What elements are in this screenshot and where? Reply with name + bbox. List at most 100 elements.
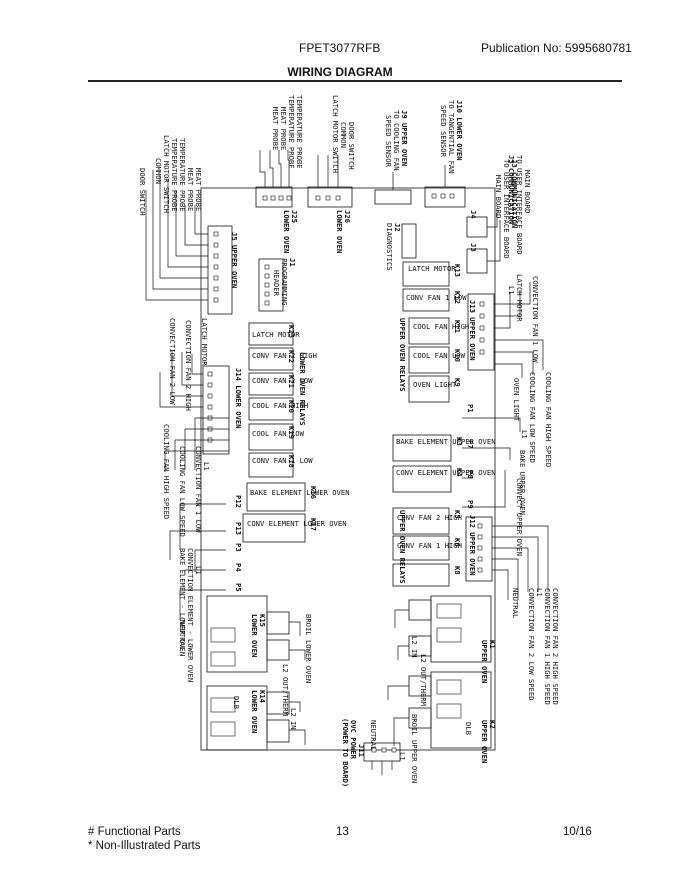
j11-sublabel-2: (POWER TO BOARD) bbox=[341, 718, 350, 787]
k15-id: K15 bbox=[258, 614, 267, 627]
k20-label: COOL FAN HIGH bbox=[252, 401, 308, 410]
j5-wire-label: MEAT PROBE bbox=[186, 168, 195, 211]
k5-relay bbox=[392, 507, 450, 535]
k15-sublabel: LOWER OVEN bbox=[250, 614, 259, 657]
k19-relay bbox=[248, 423, 294, 451]
j14-wire-label: COOLING FAN LOW SPEED bbox=[178, 446, 187, 537]
j13-wire-label: L1 bbox=[507, 286, 516, 295]
j1-label: J1 bbox=[288, 258, 297, 267]
k21-relay bbox=[248, 372, 294, 396]
j5-label: J5 UPPER OVEN bbox=[230, 232, 239, 288]
k10-label: COOL FAN LOW bbox=[413, 351, 466, 360]
k1-sublabel: UPPER OVEN bbox=[480, 640, 489, 683]
j13-label: J13 UPPER OVEN bbox=[468, 300, 477, 361]
k18-id: K18 bbox=[287, 455, 296, 468]
non-illustrated-note: * Non-Illustrated Parts bbox=[88, 840, 201, 852]
relay-terminal bbox=[408, 599, 432, 621]
page-title: WIRING DIAGRAM bbox=[287, 65, 393, 79]
k10-id: K10 bbox=[453, 349, 462, 362]
k12-label: CONV FAN 1 LOW bbox=[406, 293, 467, 302]
j3-connector bbox=[466, 248, 488, 274]
j14-wire-label: CONVECTION FAN 2 HIGH bbox=[184, 320, 193, 411]
model-number: FPET3077RFB bbox=[299, 41, 381, 55]
relay-terminal bbox=[266, 611, 290, 635]
j10-subtitle-2: SPEED SENSOR bbox=[439, 105, 448, 158]
probe-label: MEAT PROBE bbox=[279, 107, 288, 150]
k16-relay bbox=[246, 482, 306, 512]
k22-relay bbox=[248, 347, 294, 371]
k18-label: CONV FAN 1 LOW bbox=[252, 456, 313, 465]
j11-sublabel: OVC POWER bbox=[349, 720, 358, 760]
k13-label: LATCH MOTOR bbox=[408, 264, 456, 273]
j9-subtitle: TO COOLING FAN bbox=[392, 110, 401, 171]
pin-label: P9 bbox=[466, 500, 475, 509]
j26-label: J26 bbox=[343, 210, 352, 223]
j13-connector bbox=[467, 293, 495, 371]
j25-label: J25 bbox=[290, 210, 299, 223]
probe-label: TEMPERATURE PROBE bbox=[287, 95, 296, 169]
l2-in-label-lower: L2 IN bbox=[289, 708, 298, 730]
relay-wire-label: L1 bbox=[520, 430, 529, 439]
pin-label: P3 bbox=[234, 543, 243, 552]
j14-wire-label: L1 bbox=[202, 462, 211, 471]
j5-wire-label: TEMPERATURE PROBE bbox=[170, 138, 179, 212]
k12-id: K12 bbox=[453, 291, 462, 304]
k4-relay bbox=[392, 465, 452, 493]
j14-label: J14 LOWER OVEN bbox=[234, 368, 243, 429]
j12-connector bbox=[465, 516, 493, 582]
pin-label: P5 bbox=[234, 583, 243, 592]
k4-id: K4 bbox=[455, 468, 464, 477]
k1-id: K1 bbox=[488, 640, 497, 649]
k5-label: CONV FAN 2 HIGH bbox=[397, 513, 462, 522]
k18-relay bbox=[248, 452, 294, 478]
pin-label: P12 bbox=[234, 495, 243, 508]
control-board-outline bbox=[200, 187, 496, 751]
functional-parts-note: # Functional Parts bbox=[88, 826, 181, 838]
j14-wire-label: COOLING FAN HIGH SPEED bbox=[162, 424, 171, 519]
pin-label: P8 bbox=[466, 470, 475, 479]
k12-relay bbox=[402, 288, 450, 312]
k2-id: K2 bbox=[488, 720, 497, 729]
j5-connector bbox=[207, 225, 233, 315]
pin-label: P1 bbox=[466, 404, 475, 413]
publication-number: Publication No: 5995680781 bbox=[481, 41, 632, 55]
j12-wire-label: CONVECTION FAN 2 LOW SPEED bbox=[527, 588, 536, 701]
k14-id: K14 bbox=[258, 690, 267, 703]
k8-id: K8 bbox=[453, 566, 462, 575]
k17-label: CONV ELEMENT LOWER OVEN bbox=[247, 519, 347, 528]
j5-wire-label: DOOR SWITCH bbox=[138, 168, 147, 216]
j5-wire-label: MEAT PROBE bbox=[194, 168, 203, 211]
k20-relay bbox=[248, 397, 294, 421]
j10-subtitle: TO TANGENTIAL FAN bbox=[447, 100, 456, 174]
j3-subtitle: TO USER INTERFACE BOARD bbox=[515, 155, 524, 255]
k13-id: K13 bbox=[453, 264, 462, 277]
relay-terminal bbox=[266, 691, 290, 715]
j1-sublabel-2: HEADER bbox=[272, 270, 281, 297]
lower-left-wire-label: L1 bbox=[194, 566, 203, 575]
lower-left-wire-label: CONVECTION ELEMENT - LOWER OVEN bbox=[186, 548, 195, 682]
k4-label: CONV ELEMENT UPPER OVEN bbox=[396, 468, 496, 477]
j13-wire-label: CONVECTION FAN 1 LOW bbox=[531, 276, 540, 363]
j3-subtitle-board: MAIN BOARD bbox=[523, 170, 532, 213]
k6-relay bbox=[392, 535, 450, 561]
door-switch-label: DOOR SWITCH bbox=[347, 122, 356, 170]
neutral-label: NEUTRAL bbox=[369, 720, 378, 750]
k14-sublabel: LOWER OVEN bbox=[250, 690, 259, 733]
lower-left-wire-label: BAKE ELEMENT - LOWER OVEN bbox=[178, 548, 187, 656]
upper-oven-relays-label-2: UPPER OVEN RELAYS bbox=[398, 510, 407, 584]
relay-wire-label: CONVECT UPPER OVEN bbox=[515, 478, 524, 556]
j5-wire-label: COMMON bbox=[154, 158, 163, 184]
broil-lower-label: BROIL LOWER OVEN bbox=[304, 614, 313, 683]
k21-id: K21 bbox=[287, 375, 296, 388]
j3-label: J3 bbox=[469, 243, 478, 252]
pin-label: P7 bbox=[466, 440, 475, 449]
k2-sublabel: UPPER OVEN bbox=[480, 720, 489, 763]
k14-power-relay bbox=[206, 685, 268, 751]
j12-wire-label: L1 bbox=[535, 588, 544, 597]
k11-label: COOL FAN HIGH bbox=[413, 322, 469, 331]
k1-power-relay bbox=[430, 595, 492, 663]
j3-subtitle-board: MAIN BOARD bbox=[494, 175, 503, 218]
j3-title: J3 COMMUNICATION bbox=[510, 159, 519, 228]
k6-label: CONV FAN 1 HIGH bbox=[397, 541, 462, 550]
